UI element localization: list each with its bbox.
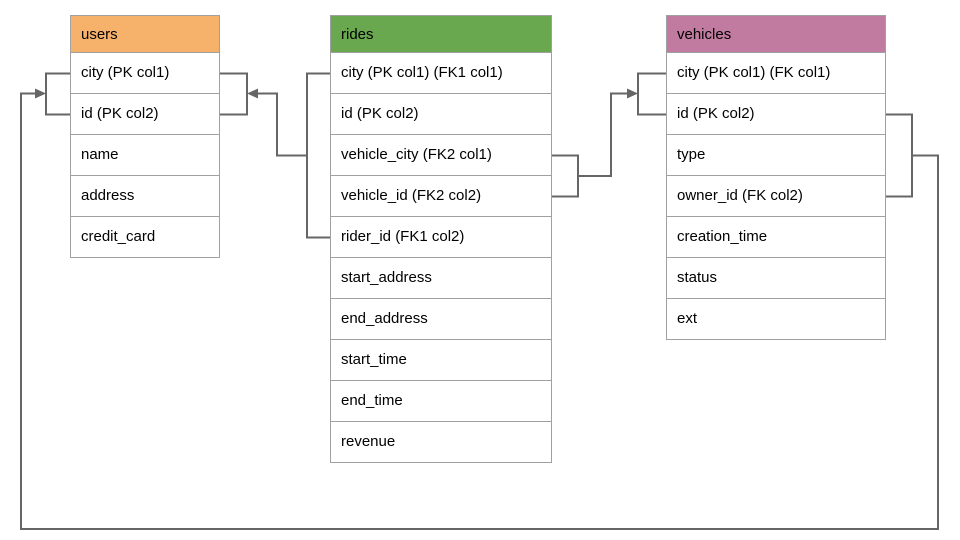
column-row: id (PK col2) <box>70 94 220 135</box>
column-row: vehicle_city (FK2 col1) <box>330 135 552 176</box>
relationship-vehicles-to-users <box>20 72 939 530</box>
column-row: start_time <box>330 340 552 381</box>
column-row: city (PK col1) <box>70 53 220 94</box>
column-row: city (PK col1) (FK1 col1) <box>330 53 552 94</box>
connector-line <box>258 92 307 157</box>
column-row: id (PK col2) <box>330 94 552 135</box>
column-row: id (PK col2) <box>666 94 886 135</box>
relationship-rides-to-vehicles <box>552 72 666 198</box>
table-header-users: users <box>70 15 220 53</box>
table-header-rides: rides <box>330 15 552 53</box>
connector-line <box>578 92 627 177</box>
column-row: owner_id (FK col2) <box>666 176 886 217</box>
column-row: end_address <box>330 299 552 340</box>
column-row: revenue <box>330 422 552 463</box>
column-row: city (PK col1) (FK col1) <box>666 53 886 94</box>
column-row: status <box>666 258 886 299</box>
arrowhead-icon <box>627 88 638 99</box>
arrowhead-icon <box>247 88 258 99</box>
column-row: start_address <box>330 258 552 299</box>
connector-line <box>20 92 939 530</box>
connector-line <box>886 113 913 198</box>
column-row: vehicle_id (FK2 col2) <box>330 176 552 217</box>
column-row: address <box>70 176 220 217</box>
column-row: ext <box>666 299 886 340</box>
column-row: creation_time <box>666 217 886 258</box>
arrowhead-icon <box>35 88 46 99</box>
column-row: rider_id (FK1 col2) <box>330 217 552 258</box>
connector-line <box>637 72 666 116</box>
column-row: type <box>666 135 886 176</box>
connector-line <box>45 72 70 116</box>
column-row: name <box>70 135 220 176</box>
table-header-vehicles: vehicles <box>666 15 886 53</box>
connector-line <box>552 154 579 198</box>
connector-line <box>306 72 330 239</box>
column-row: credit_card <box>70 217 220 258</box>
connector-line <box>220 72 248 116</box>
column-row: end_time <box>330 381 552 422</box>
relationship-rides-to-users <box>220 72 330 239</box>
